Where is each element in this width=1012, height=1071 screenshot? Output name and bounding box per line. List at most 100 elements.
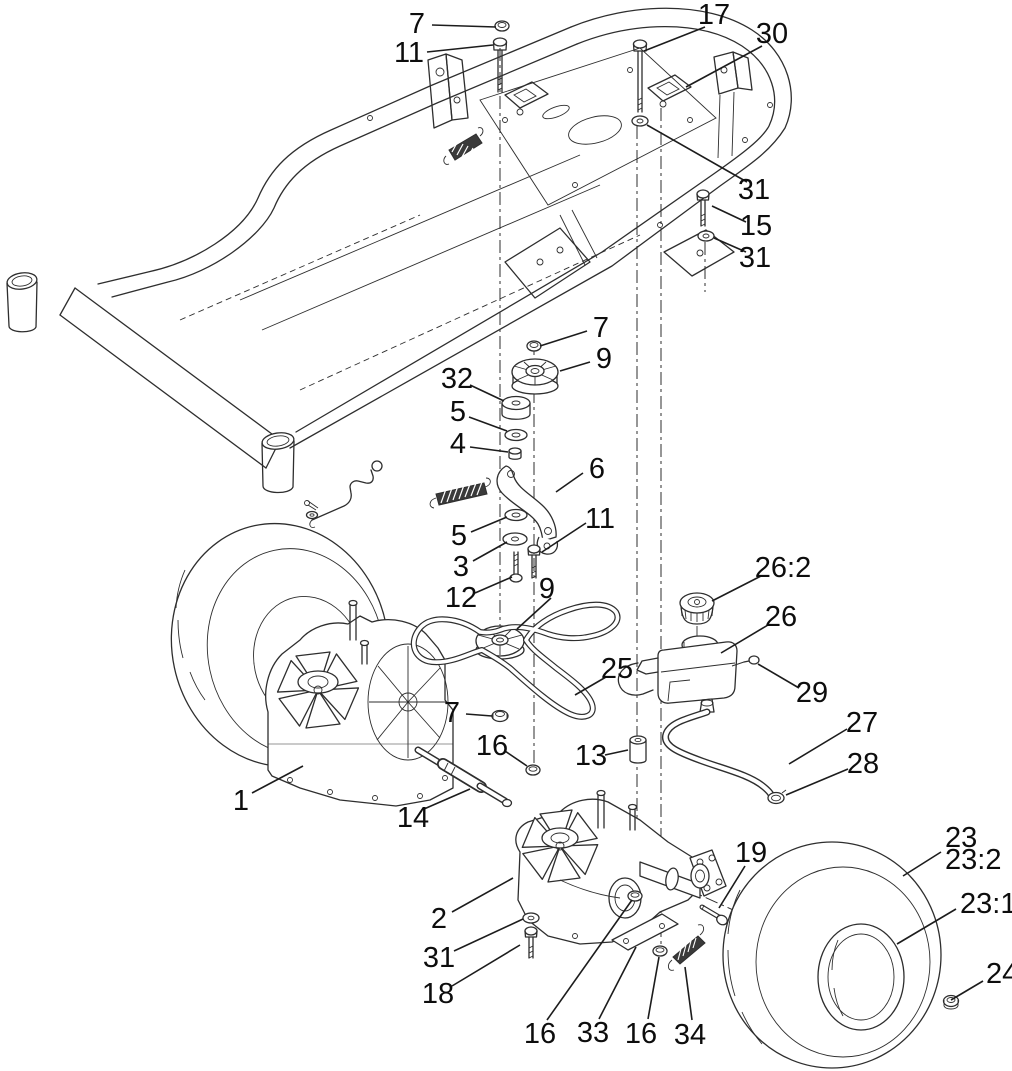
washer-31b [697, 230, 715, 242]
right-wheel [722, 841, 942, 1069]
right-transaxle-fan [521, 809, 599, 883]
frame-spring [443, 127, 484, 165]
callout-leader-32-9 [469, 384, 505, 402]
screw-29 [731, 655, 760, 667]
callout-label-4-11: 4 [450, 428, 466, 460]
washer-3 [502, 532, 528, 546]
washer-5a [504, 428, 528, 442]
callout-label-31-4: 31 [738, 174, 770, 206]
callout-label-14-28: 14 [397, 802, 429, 834]
callout-leader-4-11 [469, 446, 509, 453]
callout-label-18-31: 18 [422, 978, 454, 1010]
callout-label-12-16: 12 [445, 582, 477, 614]
callout-label-25-18: 25 [601, 653, 633, 685]
tension-spring-10 [429, 477, 491, 509]
flange-nut-16a [525, 764, 541, 776]
latch-plate-right [647, 74, 692, 108]
callout-leader-1-27 [251, 765, 304, 794]
flange-nut-16b [627, 890, 643, 902]
washer-31c [522, 912, 540, 924]
hose-clamp-28 [767, 789, 787, 805]
callout-label-6-12: 6 [589, 453, 605, 485]
bolt-11b [527, 544, 541, 579]
callout-label-23:2-38: 23:2 [945, 844, 1001, 876]
left-transaxle [265, 599, 454, 807]
callout-label-11-1: 11 [394, 37, 424, 69]
drive-shaft-14 [414, 746, 513, 808]
frame-bracket-left [427, 53, 469, 129]
callout-label-11-15: 11 [585, 503, 615, 535]
callout-label-16-20: 16 [476, 730, 508, 762]
callout-leader-7-0 [431, 24, 497, 28]
callout-leader-13-21 [604, 749, 629, 756]
callout-leader-11-1 [426, 44, 494, 53]
callout-label-27-25: 27 [846, 707, 878, 739]
callout-label-1-27: 1 [233, 785, 249, 817]
left-transaxle-fan [276, 651, 360, 729]
rear-mount-plate [663, 229, 735, 277]
callout-label-23:1-39: 23:1 [960, 888, 1012, 920]
washer-5b [504, 508, 528, 522]
callout-leader-34-35 [684, 966, 693, 1021]
caster-tube-left [6, 272, 38, 333]
callout-leader-30-3 [685, 45, 763, 88]
callout-leader-19-36 [718, 865, 746, 909]
callout-label-30-3: 30 [756, 18, 788, 50]
callout-leader-31-6 [713, 237, 747, 253]
callout-label-29-24: 29 [796, 677, 828, 709]
callout-label-17-2: 17 [698, 0, 730, 31]
pulley-9a [511, 358, 559, 395]
callout-leader-7-19 [465, 713, 493, 717]
callout-leader-33-33 [598, 946, 637, 1020]
callout-label-16-34: 16 [625, 1018, 657, 1050]
callout-label-2-29: 2 [431, 903, 447, 935]
callout-label-32-9: 32 [441, 363, 473, 395]
callout-leader-7-7 [539, 330, 588, 347]
bolt-19 [699, 904, 728, 926]
callout-label-34-35: 34 [674, 1019, 706, 1051]
callout-leader-17-2 [643, 26, 706, 52]
flange-nut-7a [494, 20, 510, 32]
callout-leader-6-12 [555, 472, 584, 493]
callout-leader-9-8 [559, 361, 591, 372]
washer-31a [631, 115, 649, 127]
callout-leader-24-40 [950, 980, 984, 1001]
callout-label-31-30: 31 [423, 942, 455, 974]
callout-leader-15-5 [711, 205, 747, 223]
flange-nut-7b [526, 340, 542, 352]
callout-label-26-23: 26 [765, 601, 797, 633]
callout-label-13-21: 13 [575, 740, 607, 772]
callout-label-7-19: 7 [444, 697, 460, 729]
callout-label-26:2-22: 26:2 [755, 552, 811, 584]
callout-leader-11-15 [541, 522, 587, 553]
callout-label-16-32: 16 [524, 1018, 556, 1050]
callout-label-9-17: 9 [539, 573, 555, 605]
spacer-32 [501, 395, 531, 420]
callout-leader-5-10 [468, 416, 508, 432]
callout-label-7-0: 7 [409, 8, 425, 40]
callout-leader-31-4 [646, 124, 748, 183]
callout-leader-12-16 [474, 576, 513, 594]
top-hardware [492, 20, 715, 242]
bolt-18 [524, 926, 538, 959]
idler-stack [496, 340, 559, 583]
callout-leader-9-17 [516, 597, 552, 630]
callout-label-9-8: 9 [596, 343, 612, 375]
callout-label-31-6: 31 [739, 242, 771, 274]
callout-leader-23:1-39 [896, 908, 957, 945]
callout-leader-2-29 [451, 877, 514, 913]
spacer-13 [629, 735, 647, 764]
bolt-11a [492, 37, 508, 93]
callout-label-5-10: 5 [450, 396, 466, 428]
spring-34 [667, 924, 706, 971]
hose-27 [662, 708, 776, 802]
reservoir-tank-26 [617, 635, 738, 713]
callout-leader-29-24 [757, 663, 800, 689]
engine-deck-plate [479, 47, 717, 206]
caster-tube-right [261, 432, 295, 494]
callout-leader-26:2-22 [711, 575, 762, 602]
callout-label-5-13: 5 [451, 520, 467, 552]
callout-leader-28-26 [785, 768, 849, 796]
